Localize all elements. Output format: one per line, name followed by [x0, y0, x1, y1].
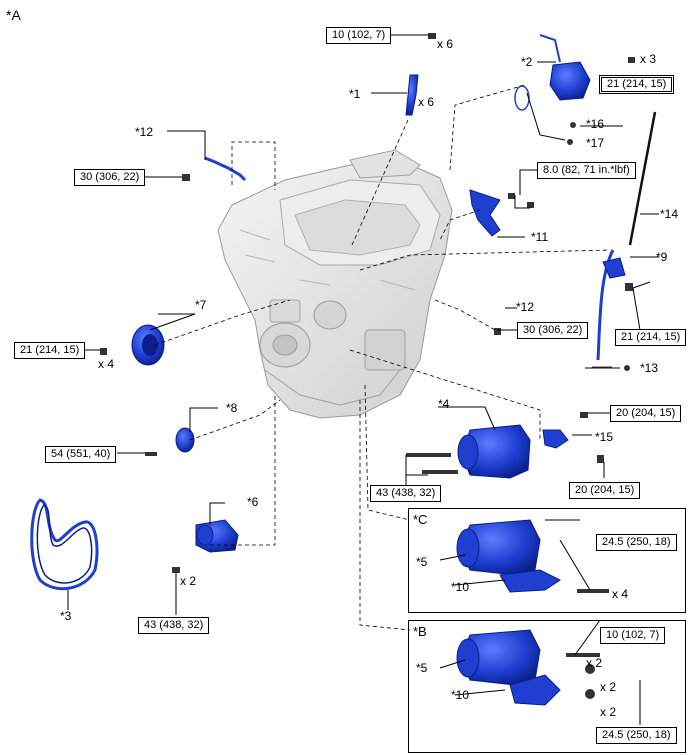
torque-label: 24.5 (250, 18)	[596, 727, 677, 744]
inset-b-label: *B	[413, 624, 427, 639]
callout-13: *13	[640, 361, 659, 375]
quantity-label: x 2	[600, 680, 617, 694]
torque-label: 21 (214, 15)	[14, 342, 86, 359]
callout-1: *1	[349, 87, 361, 101]
ignition-coil-part	[405, 74, 419, 116]
torque-label: 54 (551, 40)	[45, 446, 117, 463]
oil-gauge-part	[592, 111, 657, 368]
callout-11: *11	[531, 230, 549, 244]
bolts	[100, 33, 635, 699]
callout-10-c: *10	[451, 580, 470, 594]
torque-label: 21 (214, 15)	[599, 75, 675, 94]
drive-belt-part	[30, 498, 99, 591]
dashed-leaders	[154, 84, 611, 631]
compressor-part	[457, 424, 569, 479]
callout-7: *7	[195, 298, 207, 312]
quantity-label: x 3	[640, 52, 657, 66]
callout-3: *3	[60, 609, 72, 623]
callout-10-b: *10	[451, 688, 470, 702]
quantity-label: x 2	[600, 705, 617, 719]
quantity-label: x 2	[586, 656, 603, 670]
leader-lines	[67, 34, 659, 725]
torque-label: 10 (102, 7)	[326, 27, 392, 44]
callout-12-left: *12	[135, 125, 154, 139]
callout-6: *6	[247, 495, 259, 509]
torque-label: 21 (214, 15)	[615, 329, 687, 346]
engine-assembly	[217, 149, 453, 419]
torque-label: 43 (438, 32)	[138, 617, 210, 634]
torque-label: 20 (204, 15)	[610, 405, 682, 422]
callout-5-c: *5	[416, 555, 428, 569]
compressor-part-b	[456, 629, 561, 706]
inset-b-frame: *B	[408, 620, 686, 753]
callout-4: *4	[438, 397, 450, 411]
callout-14: *14	[660, 207, 679, 221]
bracket-part	[469, 189, 501, 237]
torque-label: 10 (102, 7)	[600, 627, 666, 644]
quantity-label: x 4	[98, 357, 115, 371]
quantity-label: x 4	[612, 587, 629, 601]
callout-9: *9	[656, 250, 668, 264]
torque-label: 30 (306, 22)	[74, 169, 146, 186]
clamp-part	[204, 156, 247, 182]
idler-pulley-part	[175, 427, 195, 453]
callout-12-right: *12	[516, 300, 535, 314]
torque-label: 24.5 (250, 18)	[596, 534, 677, 551]
callout-15: *15	[595, 430, 614, 444]
torque-label: 20 (204, 15)	[569, 482, 641, 499]
vacuum-pump-part	[514, 34, 591, 111]
quantity-label: x 2	[180, 574, 197, 588]
view-label: *A	[6, 7, 21, 23]
quantity-label: x 6	[437, 37, 454, 51]
callout-16: *16	[586, 117, 605, 131]
torque-label: 30 (306, 22)	[517, 322, 589, 339]
torque-label: 43 (438, 32)	[370, 485, 442, 502]
callout-8: *8	[226, 401, 238, 415]
compressor-part-c	[456, 519, 561, 593]
inset-c-frame: *C	[408, 508, 686, 613]
callout-2: *2	[521, 55, 533, 69]
inset-c-label: *C	[413, 512, 428, 527]
torque-label: 8.0 (82, 71 in.*lbf)	[537, 162, 636, 179]
tensioner-part	[195, 519, 239, 553]
callout-5-b: *5	[416, 661, 428, 675]
quantity-label: x 6	[418, 95, 435, 109]
pulley-part	[131, 324, 165, 366]
callout-17: *17	[586, 136, 605, 150]
